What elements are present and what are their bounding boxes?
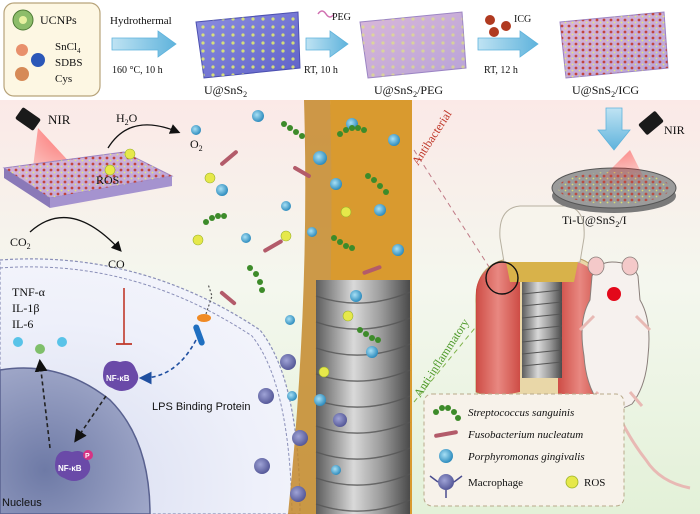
step3-reagent: ICG: [514, 14, 531, 25]
icg-icon-3: [489, 27, 499, 37]
macrophage-icon: [429, 474, 463, 498]
dental-implant: [475, 205, 603, 401]
nir-label-left: NIR: [48, 112, 71, 127]
legend-s-sanguinis: Streptococcus sanguinis: [468, 407, 574, 419]
cytokine-dot-blue-2: [57, 337, 67, 347]
step2-arrow: PEG RT, 10 h: [304, 10, 351, 76]
product1-label: U@SnS2: [204, 83, 247, 99]
tnf-label: TNF-α: [12, 285, 46, 299]
zoom-circle: [485, 261, 519, 295]
phospho-label: P: [85, 453, 90, 460]
p-gingivalis-cluster: [191, 110, 404, 475]
legend-f-nucleatum: Fusobacterium nucleatum: [467, 429, 583, 441]
co2-label: CO2: [10, 235, 31, 251]
icg-icon: [485, 15, 495, 25]
bacteria-cloud: [104, 110, 404, 502]
sncl4-icon: [16, 44, 28, 56]
legend-p-gingivalis: Porphyromonas gingivalis: [467, 451, 585, 463]
product3-label: U@SnS2/ICG: [572, 83, 639, 99]
ros-icon: [565, 475, 579, 489]
sdbs-icon: [31, 53, 45, 67]
implant-label: Ti-U@SnS2/I: [562, 213, 627, 229]
il6-label: IL-6: [12, 317, 33, 331]
nanosheet-left: [2, 151, 174, 208]
legend-macrophage: Macrophage: [468, 477, 523, 489]
step3-arrow: ICG RT, 12 h: [477, 14, 539, 76]
reagent-sncl4: SnCl4: [55, 41, 81, 55]
ros-particles: [104, 148, 354, 378]
macrophages-center: [254, 354, 347, 502]
legend-ros: ROS: [584, 477, 605, 489]
nir-label-right: NIR: [664, 123, 685, 137]
ros-label-left: ROS: [96, 173, 119, 187]
peg-icon: [317, 10, 335, 18]
co-label: CO: [108, 257, 125, 271]
f-nucleatum-icon: [434, 430, 458, 438]
il1b-label: IL-1β: [12, 301, 39, 315]
reagent-ucnps: UCNPs: [40, 13, 77, 27]
f-nucleatum-rods: [219, 150, 382, 306]
step1-arrow: Hydrothermal 160 °C, 10 h: [110, 15, 177, 76]
step1-temperature: 160 °C, 10 h: [112, 65, 163, 76]
step2-reagent: PEG: [332, 12, 351, 23]
snS2-sheet: U@SnS2: [195, 11, 301, 99]
nfkb-label-1: NF-κB: [106, 374, 130, 383]
step3-condition: RT, 12 h: [484, 65, 518, 76]
lps-binding-protein: LPS Binding Protein: [152, 283, 250, 413]
p-gingivalis-icon: [439, 449, 453, 463]
h2o-label: H2O: [116, 111, 138, 127]
step1-condition: Hydrothermal: [110, 15, 172, 27]
nir-laser-right: NIR: [638, 111, 685, 137]
abutment: [506, 262, 578, 282]
o2-label: O2: [190, 137, 203, 153]
treatment-site: [607, 287, 621, 301]
cytokine-dot-blue: [13, 337, 23, 347]
reagent-box: UCNPs SnCl4 SDBS Cys: [3, 2, 101, 97]
nfkb-label-2: NF-κB: [58, 464, 82, 473]
reagent-sdbs: SDBS: [55, 57, 83, 69]
down-arrow: [597, 107, 631, 151]
legend: Streptococcus sanguinis Fusobacterium nu…: [423, 393, 625, 507]
cys-icon: [15, 67, 29, 81]
cytokine-dot-green: [35, 344, 45, 354]
water-oxidation: H2O O2: [107, 111, 203, 153]
implant-screw-closeup: [288, 100, 412, 514]
implant-disk: Ti-U@SnS2/I: [551, 150, 677, 229]
lps-label: LPS Binding Protein: [152, 401, 250, 413]
ucnp-core-icon: [19, 16, 27, 24]
s-sanguinis-chains: [203, 121, 389, 343]
s-sanguinis-icon: [433, 405, 461, 421]
phospho-icon: [83, 450, 93, 460]
peg-sheet: U@SnS2/PEG: [359, 11, 467, 99]
reagent-cys: Cys: [55, 73, 72, 85]
cytokines: TNF-α IL-1β IL-6: [12, 285, 67, 354]
pathway-arrows: [34, 339, 197, 449]
nfkb-cytoplasm: NF-κB: [103, 360, 139, 391]
rat: [578, 256, 691, 490]
product2-label: U@SnS2/PEG: [374, 83, 443, 99]
co-inhibition: [116, 288, 132, 345]
icg-sheet: U@SnS2/ICG: [559, 11, 669, 99]
icg-icon-2: [501, 21, 511, 31]
step2-condition: RT, 10 h: [304, 65, 338, 76]
implant-fixture: [522, 282, 562, 378]
nucleus-label: Nucleus: [2, 497, 42, 509]
nfkb-nucleus: NF-κB P: [55, 450, 93, 481]
co2-reduction: CO2 CO: [10, 217, 125, 271]
